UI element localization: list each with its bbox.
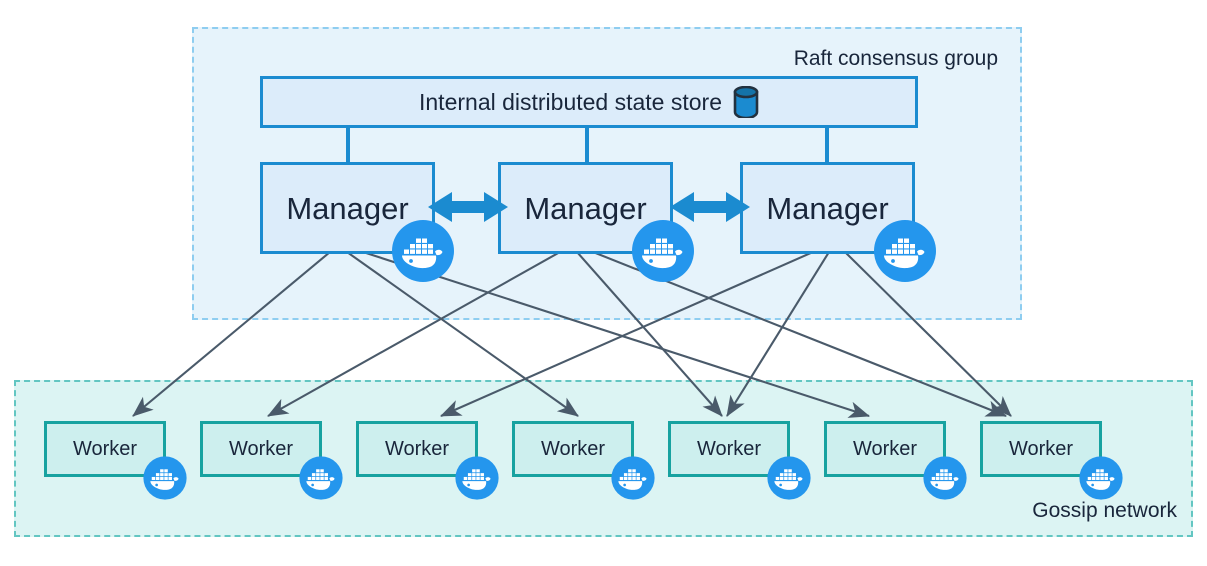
worker-node-5-label: Worker <box>696 438 762 460</box>
worker-node-4-label: Worker <box>540 438 606 460</box>
docker-whale-icon-worker-7 <box>1079 456 1123 500</box>
manager-node-1-label: Manager <box>286 190 409 226</box>
gossip-network-group-label: Gossip network <box>1032 499 1177 522</box>
worker-node-4[interactable]: Worker <box>512 421 634 477</box>
docker-whale-icon-worker-6 <box>923 456 967 500</box>
docker-whale-icon-worker-3 <box>455 456 499 500</box>
docker-whale-icon-manager-1 <box>392 220 454 282</box>
connector-store-manager-2 <box>585 126 589 164</box>
docker-whale-icon-worker-5 <box>767 456 811 500</box>
docker-whale-icon-worker-2 <box>299 456 343 500</box>
worker-node-6-label: Worker <box>852 438 918 460</box>
connector-store-manager-3 <box>825 126 829 164</box>
worker-node-1[interactable]: Worker <box>44 421 166 477</box>
worker-node-7-label: Worker <box>1008 438 1074 460</box>
worker-node-5[interactable]: Worker <box>668 421 790 477</box>
manager-node-3[interactable]: Manager <box>740 162 915 254</box>
docker-whale-icon-worker-1 <box>143 456 187 500</box>
database-cylinder-icon <box>733 86 759 118</box>
internal-distributed-state-store[interactable]: Internal distributed state store <box>260 76 918 128</box>
worker-node-1-label: Worker <box>72 438 138 460</box>
manager-node-2-label: Manager <box>524 190 647 226</box>
docker-whale-icon-worker-4 <box>611 456 655 500</box>
worker-node-2-label: Worker <box>228 438 294 460</box>
docker-whale-icon-manager-2 <box>632 220 694 282</box>
manager-node-3-label: Manager <box>766 190 889 226</box>
worker-node-3-label: Worker <box>384 438 450 460</box>
worker-node-2[interactable]: Worker <box>200 421 322 477</box>
worker-node-6[interactable]: Worker <box>824 421 946 477</box>
worker-node-7[interactable]: Worker <box>980 421 1102 477</box>
connector-store-manager-1 <box>346 126 350 164</box>
raft-consensus-group-label: Raft consensus group <box>793 47 998 70</box>
worker-node-3[interactable]: Worker <box>356 421 478 477</box>
state-store-label: Internal distributed state store <box>419 88 722 115</box>
docker-whale-icon-manager-3 <box>874 220 936 282</box>
